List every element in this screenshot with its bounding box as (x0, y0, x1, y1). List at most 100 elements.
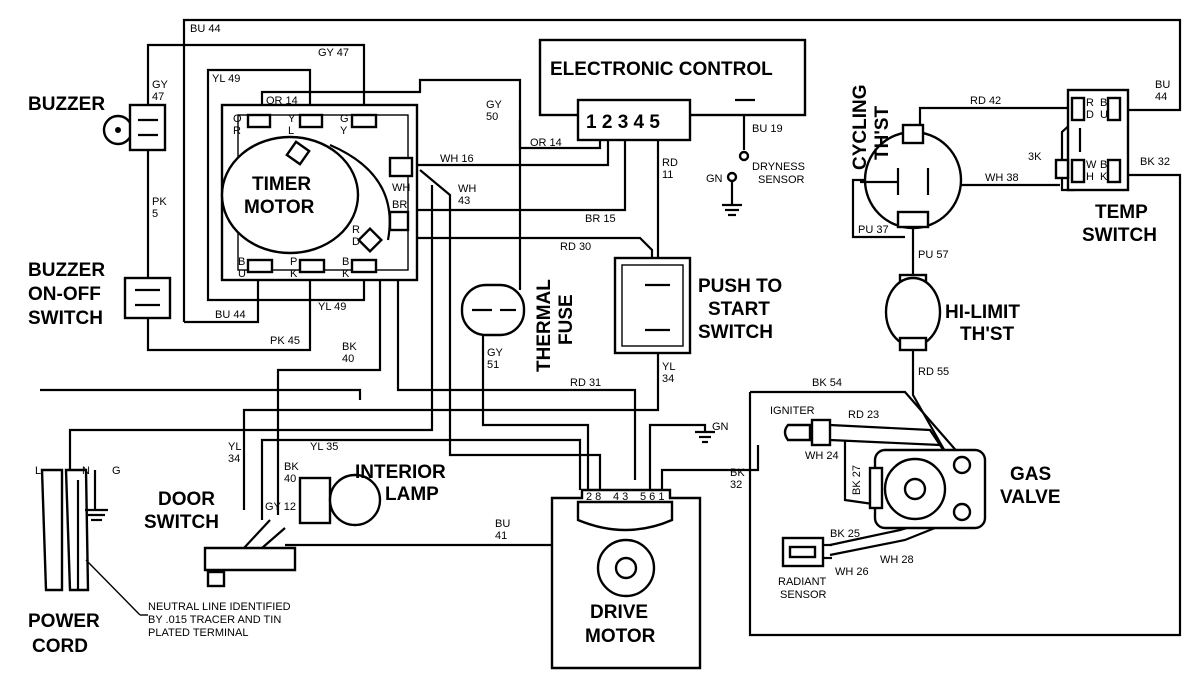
label-bk32-right: BK 32 (1140, 156, 1170, 168)
buzzer-switch-label-3: SWITCH (28, 308, 103, 329)
drive-label-2: MOTOR (585, 626, 656, 647)
drive-motor (550, 488, 702, 670)
buzzer-switch-label-2: ON-OFF (28, 284, 101, 305)
temp-switch (1054, 88, 1130, 192)
wire-bk40 (276, 268, 382, 515)
thermal-label-1: THERMAL (534, 279, 555, 372)
wire-l-line (40, 388, 362, 400)
label-wh38: WH 38 (985, 172, 1019, 184)
wire-yl35 (260, 438, 582, 520)
motor-pins-a: 2 8 (586, 491, 601, 503)
wire-bk27 (843, 440, 881, 507)
lamp-label-1: INTERIOR (355, 462, 446, 483)
drive-label-1: DRIVE (590, 602, 648, 623)
cord-g-label: G (112, 465, 121, 477)
wire-gy51 (481, 320, 590, 490)
label-yl49-bottom: YL 49 (318, 301, 346, 313)
wire-wh16 (414, 130, 610, 167)
push-label-3: SWITCH (698, 322, 773, 343)
wire-br15 (400, 132, 627, 212)
radiant-label-2: SENSOR (780, 589, 827, 601)
buzzer-switch-label-1: BUZZER (28, 260, 105, 281)
push-label-1: PUSH TO (698, 276, 782, 297)
label-gn-ctrl: GN (706, 173, 723, 185)
label-wh16: WH 16 (440, 153, 474, 165)
label-bu44-top: BU 44 (190, 23, 221, 35)
resistor-label: 3K (1028, 151, 1042, 163)
push-label-2: START (708, 299, 770, 320)
dryness-sensor (722, 150, 750, 217)
electronic-control-label: ELECTRONIC CONTROL (550, 59, 773, 80)
thermal-fuse (460, 283, 526, 337)
label-or14-mid: OR 14 (530, 137, 562, 149)
cycling-thermostat (860, 123, 963, 230)
gas-valve (868, 448, 987, 530)
wire-yl34-push (242, 345, 660, 510)
gas-label-1: GAS (1010, 464, 1051, 485)
power-label-1: POWER (28, 611, 100, 632)
thermal-label-2: FUSE (556, 294, 577, 345)
wire-wh-power (68, 185, 434, 470)
wire-yl49 (206, 68, 366, 302)
wire-pk45 (146, 268, 312, 352)
motor-ground (695, 430, 715, 444)
dryness-label-1: DRYNESS (752, 161, 805, 173)
cycling-label-2: TH'ST (872, 105, 893, 160)
component-labels: BUZZER BUZZER ON-OFF SWITCH TIMER MOTOR … (28, 59, 1157, 657)
label-gn-motor: GN (712, 421, 729, 433)
electronic-control (538, 38, 807, 142)
timer-label-2: MOTOR (244, 197, 315, 218)
hi-limit-thermostat (884, 273, 942, 352)
label-pk45: PK 45 (270, 335, 300, 347)
gas-label-2: VALVE (1000, 487, 1061, 508)
radiant-label-1: RADIANT (778, 576, 827, 588)
label-pu37: PU 37 (858, 224, 889, 236)
neutral-note-3: PLATED TERMINAL (148, 627, 248, 639)
dryness-label-2: SENSOR (758, 174, 805, 186)
wire-bk32-motor (660, 445, 760, 490)
temp-switch-label-2: SWITCH (1082, 225, 1157, 246)
label-wh28: WH 28 (880, 554, 914, 566)
label-rd55: RD 55 (918, 366, 949, 378)
motor-pins-b: 4 3 (613, 491, 628, 503)
label-rd42: RD 42 (970, 95, 1001, 107)
door-label-1: DOOR (158, 489, 215, 510)
label-gy47-top: GY 47 (318, 47, 349, 59)
wire-rd42 (918, 106, 1075, 130)
cord-n-label: N (82, 465, 90, 477)
igniter-label: IGNITER (770, 405, 815, 417)
terminal-wh: WH (392, 182, 410, 194)
terminal-br: BR (392, 199, 407, 211)
wire-rd55 (911, 350, 951, 461)
label-bk27: BK 27 (851, 465, 863, 495)
power-label-2: CORD (32, 636, 88, 657)
wire-bk54 (750, 390, 961, 456)
temp-switch-label-1: TEMP (1095, 202, 1148, 223)
wire-bu44-low (184, 268, 260, 324)
label-yl49-top: YL 49 (212, 73, 240, 85)
cycling-label-1: CYCLING (850, 85, 871, 171)
hilimit-label-1: HI-LIMIT (945, 302, 1020, 323)
buzzer (102, 103, 167, 152)
label-pu57: PU 57 (918, 249, 949, 261)
push-to-start-switch (613, 256, 692, 355)
label-yl35: YL 35 (310, 441, 338, 453)
label-or14-top: OR 14 (266, 95, 298, 107)
igniter (783, 418, 832, 447)
